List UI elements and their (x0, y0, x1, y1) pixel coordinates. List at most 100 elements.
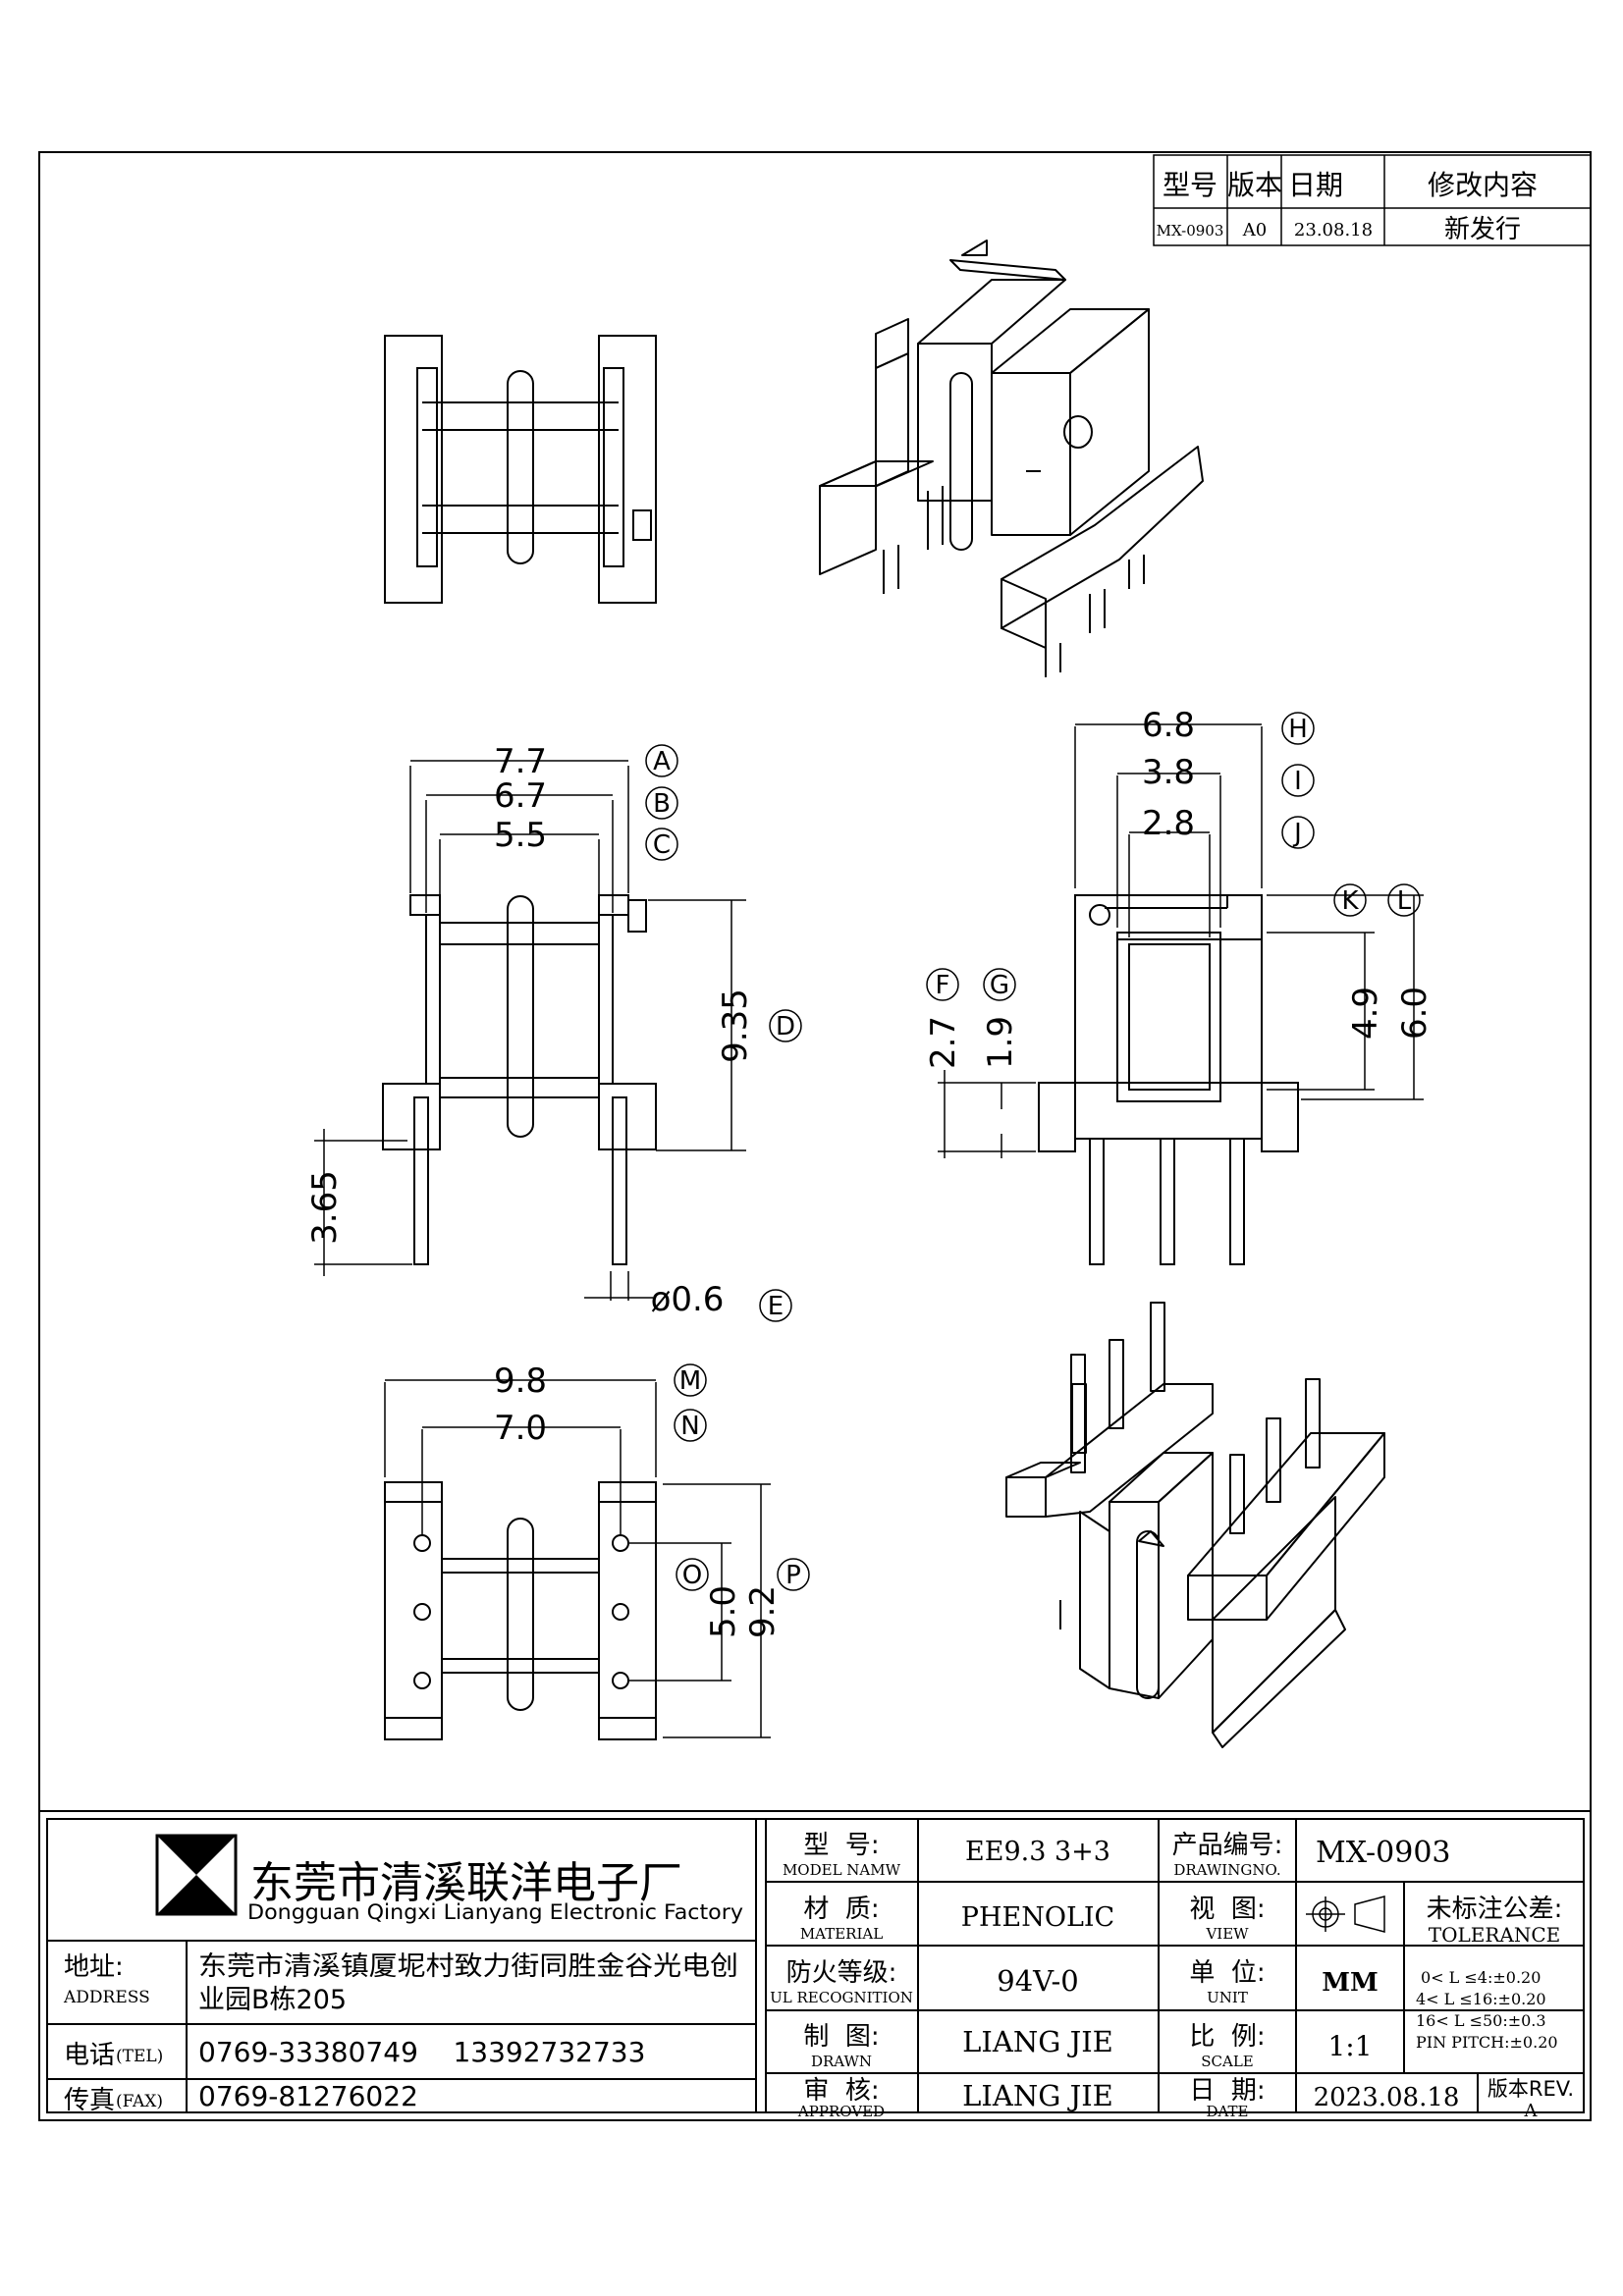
tolerance-2: 4< L ≤16:±0.20 (1416, 1990, 1546, 2008)
fax-value: 0769-81276022 (198, 2080, 418, 2112)
marker-F: F (936, 971, 950, 1000)
markers-side (926, 712, 1421, 1001)
fax-label-en: (FAX) (116, 2092, 163, 2111)
tel-label-en: (TEL) (116, 2047, 163, 2066)
side-view-dims (938, 723, 1424, 1158)
drawing-no-value: MX-0903 (1316, 1836, 1451, 1870)
approved-value: LIANG JIE (962, 2079, 1113, 2112)
company-logo (155, 1834, 238, 1916)
model-value: EE9.3 3+3 (965, 1837, 1110, 1867)
tel-value: 0769-33380749 13392732733 (198, 2036, 645, 2068)
tolerance-4: PIN PITCH:±0.20 (1416, 2033, 1558, 2052)
rev-date: 23.08.18 (1294, 220, 1373, 240)
marker-I: I (1294, 767, 1302, 796)
drawn-label-cn: 制 图: (803, 2022, 879, 2052)
date-value: 2023.08.18 (1314, 2083, 1460, 2112)
company-name-en: Dongguan Qingxi Lianyang Electronic Fact… (247, 1900, 743, 1924)
marker-B: B (653, 789, 671, 819)
dim-KL-a-value: 4.9 (1346, 987, 1385, 1040)
model-label-en: MODEL NAMW (783, 1861, 901, 1879)
top-view (384, 335, 657, 604)
marker-J: J (1292, 819, 1302, 848)
marker-O: O (682, 1561, 702, 1590)
address-line-2: 业园B栋205 (198, 1985, 347, 2015)
rev-value: A (1524, 2101, 1539, 2121)
drawing-no-label-cn: 产品编号: (1172, 1831, 1283, 1860)
marker-A: A (653, 747, 671, 776)
marker-K: K (1341, 886, 1359, 916)
drawing-no-label-en: DRAWINGNO. (1173, 1861, 1280, 1879)
side-view (1038, 894, 1299, 1265)
front-view-dims (314, 760, 746, 1301)
address-line-1: 东莞市清溪镇厦坭村致力街同胜金谷光电创 (198, 1951, 738, 1982)
view-label-en: VIEW (1205, 1925, 1249, 1943)
drawn-label-en: DRAWN (811, 2053, 872, 2070)
rev-content: 新发行 (1444, 215, 1521, 244)
dim-N-value: 7.0 (494, 1409, 547, 1448)
dim-I-value: 3.8 (1142, 753, 1195, 792)
drawn-value: LIANG JIE (962, 2025, 1113, 2058)
dim-C-value: 5.5 (494, 816, 547, 855)
dim-D-value: 9.35 (716, 988, 755, 1063)
marker-M: M (679, 1366, 701, 1396)
tolerance-label-en: TOLERANCE (1429, 1923, 1561, 1947)
material-label-cn: 材 质: (803, 1895, 879, 1924)
scale-label-en: SCALE (1201, 2053, 1254, 2070)
bottom-view-dims (384, 1379, 771, 1738)
rev-label: 版本REV. (1488, 2077, 1574, 2101)
marker-L: L (1397, 886, 1412, 916)
projection-symbol-icon (1306, 1896, 1385, 1933)
approved-label-cn: 审 核: (803, 2076, 879, 2106)
title-block-frame (38, 1810, 1592, 2121)
dim-G-value: 1.9 (981, 1016, 1020, 1069)
front-view (382, 894, 657, 1265)
scale-value: 1:1 (1327, 2030, 1372, 2062)
date-label-cn: 日 期: (1189, 2076, 1265, 2106)
tolerance-label-cn: 未标注公差: (1427, 1895, 1563, 1924)
unit-label-cn: 单 位: (1189, 1958, 1265, 1988)
marker-G: G (990, 971, 1009, 1000)
dim-pin-length-value: 3.65 (305, 1170, 345, 1245)
dim-P-value: 9.2 (743, 1585, 783, 1638)
dim-F-value: 2.7 (924, 1016, 963, 1069)
marker-E: E (768, 1292, 784, 1321)
tolerance-1: 0< L ≤4:±0.20 (1421, 1968, 1541, 1987)
tel-label-cn: 电话 (64, 2041, 115, 2070)
material-label-en: MATERIAL (800, 1925, 883, 1943)
fax-label-cn: 传真 (64, 2086, 115, 2115)
address-label-en: ADDRESS (63, 1988, 150, 2007)
isometric-view-top (819, 240, 1204, 677)
approved-label-en: APPROVED (797, 2103, 885, 2120)
markers-bottom (674, 1363, 810, 1591)
rev-header-model: 型号 (1163, 169, 1217, 201)
dim-E-value: ø0.6 (651, 1280, 725, 1319)
dim-J-value: 2.8 (1142, 804, 1195, 843)
marker-H: H (1288, 715, 1308, 744)
dim-B-value: 6.7 (494, 776, 547, 816)
bottom-view (384, 1481, 657, 1740)
marker-P: P (785, 1561, 801, 1590)
date-label-en: DATE (1207, 2103, 1249, 2120)
ul-value: 94V-0 (997, 1964, 1078, 1998)
marker-C: C (653, 830, 671, 860)
rev-header-version: 版本 (1227, 169, 1282, 201)
dim-H-value: 6.8 (1142, 706, 1195, 745)
unit-value: MM (1322, 1968, 1379, 1998)
marker-N: N (680, 1412, 699, 1441)
dim-A-value: 7.7 (494, 742, 547, 781)
rev-version: A0 (1242, 220, 1267, 240)
company-name-cn: 东莞市清溪联洋电子厂 (250, 1858, 682, 1908)
ul-label-cn: 防火等级: (786, 1958, 897, 1988)
dim-M-value: 9.8 (494, 1362, 547, 1401)
marker-D: D (776, 1012, 795, 1041)
markers-front (645, 744, 802, 1322)
sheet-border (38, 151, 1592, 2121)
view-label-cn: 视 图: (1189, 1895, 1265, 1924)
revision-table (1153, 154, 1592, 246)
address-label-cn: 地址: (64, 1952, 124, 1982)
ul-label-en: UL RECOGNITION (770, 1989, 913, 2006)
unit-label-en: UNIT (1207, 1989, 1248, 2006)
tolerance-3: 16< L ≤50:±0.3 (1416, 2011, 1546, 2030)
model-label-cn: 型 号: (803, 1831, 879, 1860)
rev-header-content: 修改内容 (1428, 169, 1538, 201)
